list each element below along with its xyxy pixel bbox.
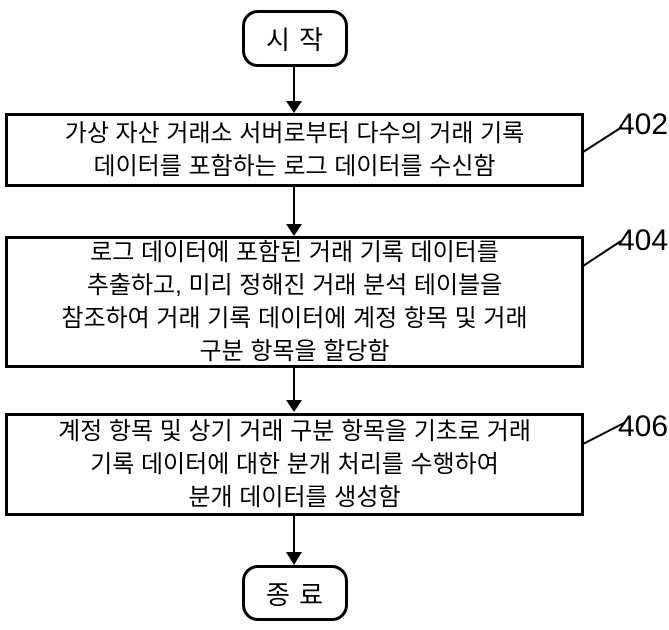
ref-label-402: 402 (618, 108, 669, 141)
step-text-line: 계정 항목 및 상기 거래 구분 항목을 기초로 거래 (58, 418, 531, 445)
step-text-line: 데이터를 포함하는 로그 데이터를 수신함 (93, 153, 496, 180)
step-box-404: 로그 데이터에 포함된 거래 기록 데이터를 추출하고, 미리 정해진 거래 분… (5, 236, 584, 368)
flow-arrow-406-to-end (286, 516, 302, 565)
step-text-line: 참조하여 거래 기록 데이터에 계정 항목 및 거래 (61, 305, 528, 332)
start-terminal-label: 시 작 (265, 25, 325, 55)
flow-arrow-402-to-404 (286, 187, 302, 236)
flow-arrow-404-to-406 (286, 368, 302, 412)
end-terminal-label: 종 료 (265, 579, 325, 610)
step-text-line: 구분 항목을 할당함 (199, 338, 390, 365)
step-text-line: 가상 자산 거래소 서버로부터 다수의 거래 기록 (64, 120, 525, 147)
step-text-line: 기록 데이터에 대한 분개 처리를 수행하여 (90, 451, 499, 478)
step-box-402: 가상 자산 거래소 서버로부터 다수의 거래 기록 데이터를 포함하는 로그 데… (5, 113, 584, 187)
end-terminal: 종 료 (242, 565, 348, 621)
step-text-line: 분개 데이터를 생성함 (188, 484, 401, 511)
ref-label-406: 406 (618, 410, 669, 443)
leader-line-406 (582, 422, 625, 445)
leader-line-402 (582, 126, 623, 153)
step-text-line: 추출하고, 미리 정해진 거래 분석 테이블을 (86, 272, 503, 299)
flow-arrow-start-to-402 (286, 66, 302, 113)
step-box-406: 계정 항목 및 상기 거래 구분 항목을 기초로 거래 기록 데이터에 대한 분… (5, 413, 584, 516)
step-text-line: 로그 데이터에 포함된 거래 기록 데이터를 (90, 239, 499, 266)
ref-label-404: 404 (618, 224, 669, 257)
leader-line-404 (582, 240, 622, 267)
start-terminal: 시 작 (242, 10, 348, 67)
